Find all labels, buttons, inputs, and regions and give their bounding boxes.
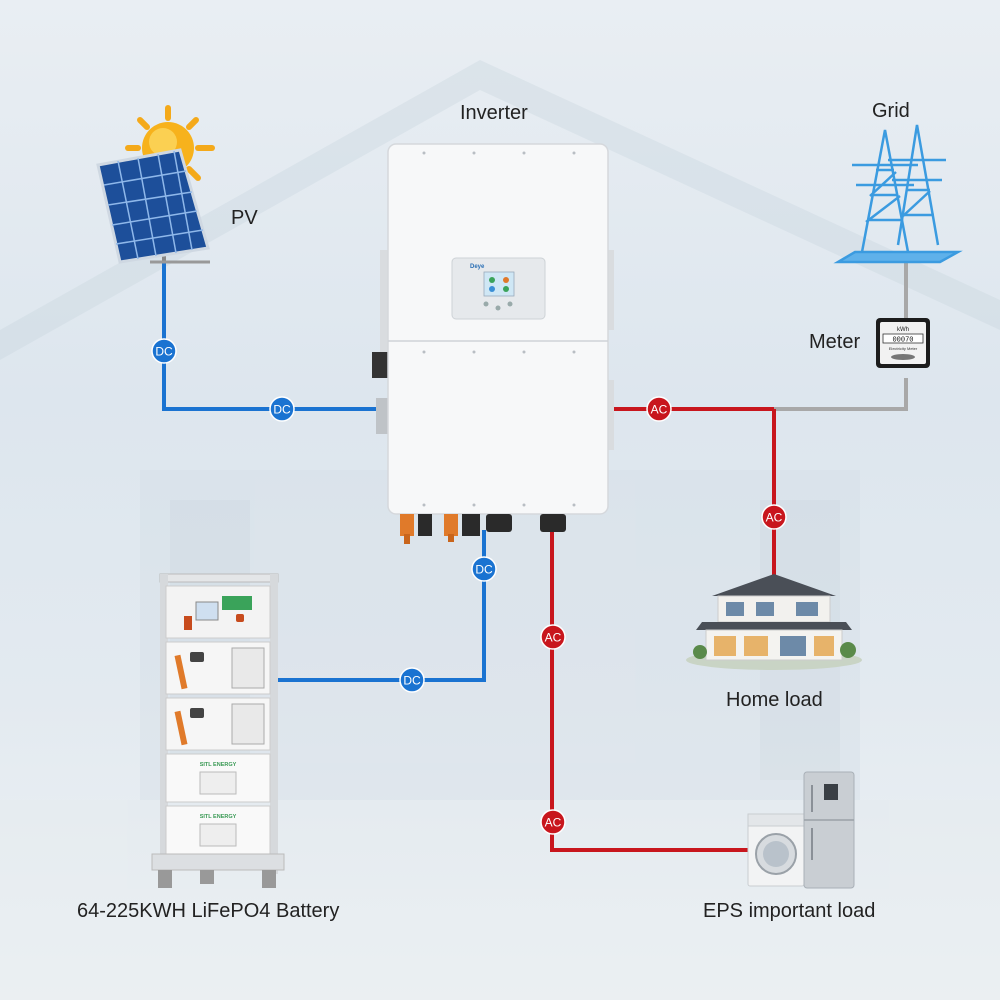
dc-badge-label: DC — [273, 403, 291, 417]
solar-panel-icon — [96, 148, 210, 264]
battery-module-4: SITL ENERGY — [165, 805, 271, 855]
ac-badge: AC — [646, 396, 672, 422]
meter-caption-text: Electricity Meter — [889, 346, 918, 351]
eps-appliances-icon — [747, 771, 855, 889]
battery-brand-text: SITL ENERGY — [200, 762, 237, 768]
dc-badge: DC — [399, 667, 425, 693]
inverter-device: Deye — [372, 143, 614, 544]
inverter-brand-text: Deye — [470, 264, 485, 270]
battery-module-1 — [165, 641, 271, 695]
meter-reading-text: 00070 — [892, 337, 913, 345]
connection-lines — [162, 262, 908, 852]
battery-module-2 — [165, 697, 271, 751]
dc-badge-label: DC — [475, 563, 493, 577]
dc-badge: DC — [471, 556, 497, 582]
ac-badge-label: AC — [651, 403, 668, 417]
dc-badge: DC — [151, 338, 177, 364]
grid-line — [774, 378, 908, 411]
grid-label: Grid — [872, 100, 910, 122]
ac-badge-label: AC — [545, 816, 562, 830]
meter-unit-text: kWh — [897, 327, 909, 333]
pv-label: PV — [231, 207, 258, 229]
pv-dc-line — [162, 262, 384, 411]
ac-badge-label: AC — [545, 631, 562, 645]
meter-label: Meter — [809, 331, 861, 353]
dc-badge-label: DC — [403, 674, 421, 688]
home-icon — [686, 574, 862, 670]
inverter-label: Inverter — [460, 102, 528, 124]
battery-rack: SITL ENERGY SITL ENERGY — [151, 573, 285, 888]
ac-badge-label: AC — [766, 511, 783, 525]
home-load-label: Home load — [726, 689, 823, 711]
battery-brand-text-2: SITL ENERGY — [200, 814, 237, 820]
eps-load-label: EPS important load — [703, 900, 876, 922]
dc-badge: DC — [269, 396, 295, 422]
grid-tower-icon — [833, 124, 963, 264]
dc-badge-label: DC — [155, 345, 173, 359]
ac-badge: AC — [540, 809, 566, 835]
ac-badge: AC — [540, 624, 566, 650]
battery-label: 64-225KWH LiFePO4 Battery — [77, 900, 340, 922]
ac-badge: AC — [761, 504, 787, 530]
battery-module-3: SITL ENERGY — [165, 753, 271, 803]
electricity-meter: kWh 00070 Electricity Meter — [876, 318, 930, 368]
